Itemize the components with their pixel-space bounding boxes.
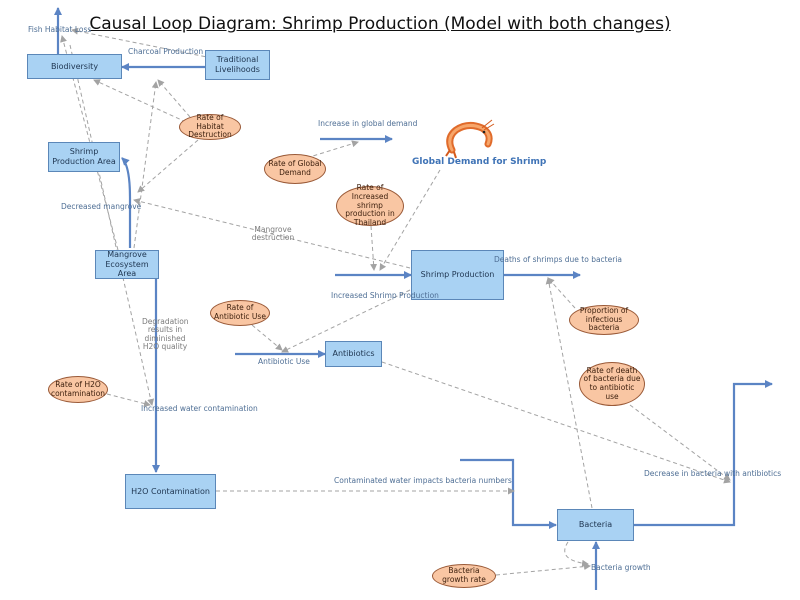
global-demand-for-shrimp-label: Global Demand for Shrimp — [412, 157, 547, 167]
degradation-label: Degradation results in diminished H2O qu… — [142, 317, 189, 351]
link-infectious-to-deaths — [547, 277, 576, 309]
link-habitat-to-biodiversity — [93, 79, 187, 123]
link-antibiotic-rate-to-flow — [251, 324, 283, 351]
rate-of-habitat-destruction-converter[interactable]: Rate of Habitat Destruction — [179, 113, 241, 140]
h2o-contamination-label: H2O Contamination — [131, 486, 210, 496]
mangrove-ecosystem-area-label: Mangrove Ecosystem Area — [105, 250, 149, 279]
antibiotics-stock[interactable]: Antibiotics — [325, 341, 382, 367]
charcoal-production-label: Charcoal Production — [128, 47, 204, 56]
decreased-mangrove-label: Decreased mangrove — [61, 202, 142, 211]
link-mangrove-to-degradation — [69, 44, 155, 406]
decreased-mangrove-flow — [121, 157, 132, 248]
rate-of-habitat-destruction-label: Rate of Habitat Destruction — [188, 113, 232, 140]
rate-of-h2o-contamination-label: Rate of H2O contamination — [50, 379, 106, 398]
decrease-in-bacteria-label: Decrease in bacteria with antibiotics — [644, 469, 782, 478]
rate-of-increased-shrimp-production-converter[interactable]: Rate of Increased shrimp production in T… — [336, 183, 404, 227]
proportion-of-infectious-bacteria-converter[interactable]: Proportion of infectious bacteria — [569, 305, 639, 335]
antibiotic-use-label: Antibiotic Use — [258, 357, 310, 366]
page-title: Causal Loop Diagram: Shrimp Production (… — [89, 14, 671, 34]
shrimp-icon — [445, 119, 495, 159]
link-antibiotics-to-decrease — [381, 361, 731, 484]
mangrove-destruction-label: Mangrove destruction — [251, 225, 295, 243]
rate-of-global-demand-converter[interactable]: Rate of Global Demand — [264, 154, 326, 184]
h2o-contamination-stock[interactable]: H2O Contamination — [125, 474, 216, 509]
decrease-in-bacteria-flow — [634, 380, 773, 527]
rate-of-antibiotic-use-label: Rate of Antibiotic Use — [214, 303, 266, 321]
traditional-livelihoods-stock[interactable]: Traditional Livelihoods — [205, 50, 270, 80]
bacteria-inflow — [460, 458, 557, 529]
bacteria-stock[interactable]: Bacteria — [557, 509, 634, 541]
link-production-to-decreased-mangrove — [133, 198, 411, 269]
link-increased-rate-to-flow — [370, 225, 378, 271]
link-production-to-antibiotic-flow — [281, 289, 411, 353]
mangrove-ecosystem-area-stock[interactable]: Mangrove Ecosystem Area — [95, 250, 159, 279]
increase-in-global-demand-label: Increase in global demand — [318, 119, 418, 128]
link-h2o-rate-to-contamination — [106, 393, 151, 407]
increased-shrimp-production-label: Increased Shrimp Production — [331, 291, 439, 300]
link-growth-rate-to-growth — [495, 563, 591, 576]
shrimp-production-label: Shrimp Production — [420, 270, 495, 280]
deaths-of-shrimps-label: Deaths of shrimps due to bacteria — [494, 255, 622, 264]
antibiotics-label: Antibiotics — [332, 349, 375, 359]
bacteria-growth-label: Bacteria growth — [591, 563, 651, 572]
bacteria-growth-rate-converter[interactable]: Bacteria growth rate — [432, 564, 496, 588]
proportion-of-infectious-bacteria-label: Proportion of infectious bacteria — [579, 306, 629, 333]
bacteria-label: Bacteria — [578, 520, 613, 530]
link-mangrove-to-charcoal-upper — [133, 81, 159, 249]
fish-habitat-loss-label: Fish Habitat Loss — [28, 25, 92, 34]
link-bacteria-to-growth — [564, 541, 589, 567]
rate-of-death-of-bacteria-label: Rate of death of bacteria due to antibio… — [583, 365, 641, 401]
link-habitat-to-charcoal — [157, 79, 191, 118]
rate-of-h2o-contamination-converter[interactable]: Rate of H2O contamination — [48, 376, 108, 403]
link-livelihoods-to-charcoal — [71, 27, 213, 59]
traditional-livelihoods-label: Traditional Livelihoods — [215, 55, 260, 74]
link-habitat-to-decreased-mangrove — [137, 139, 199, 193]
rate-of-death-of-bacteria-converter[interactable]: Rate of death of bacteria due to antibio… — [579, 362, 645, 406]
increased-water-contamination-label: Increased water contamination — [141, 404, 258, 413]
shrimp-production-area-stock[interactable]: Shrimp Production Area — [48, 142, 120, 172]
rate-of-antibiotic-use-converter[interactable]: Rate of Antibiotic Use — [210, 300, 270, 326]
shrimp-production-stock[interactable]: Shrimp Production — [411, 250, 504, 300]
bacteria-growth-rate-label: Bacteria growth rate — [442, 566, 486, 584]
link-global-demand-to-production — [379, 169, 441, 271]
biodiversity-label: Biodiversity — [50, 61, 99, 71]
rate-of-global-demand-label: Rate of Global Demand — [268, 159, 322, 177]
rate-of-increased-shrimp-production-label: Rate of Increased shrimp production in T… — [345, 183, 395, 227]
shrimp-production-area-label: Shrimp Production Area — [52, 147, 116, 166]
contaminated-water-impacts-label: Contaminated water impacts bacteria numb… — [334, 476, 512, 485]
biodiversity-stock[interactable]: Biodiversity — [27, 54, 122, 79]
